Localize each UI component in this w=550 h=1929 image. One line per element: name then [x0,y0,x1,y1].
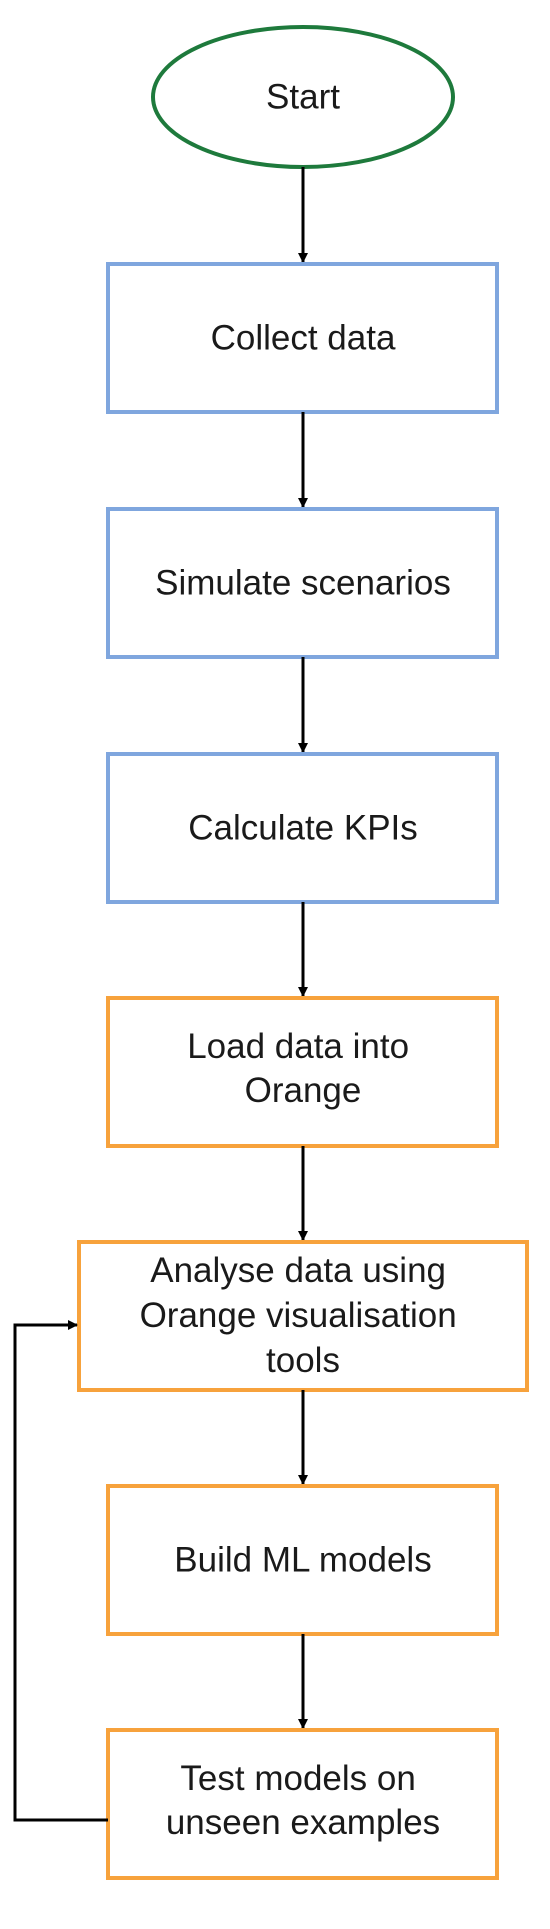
simulate-scenarios-label: Simulate scenarios [155,564,451,603]
load-data-label-line-2: Orange [245,1071,362,1110]
start-label: Start [266,78,340,117]
test-models-node: Test models on unseen examples [106,1728,499,1880]
start-node: Start [151,25,455,169]
collect-data-label: Collect data [211,319,396,358]
build-models-node: Build ML models [106,1484,499,1636]
collect-data-node: Collect data [106,262,499,414]
analyse-data-label: Analyse data using Orange visualisation … [140,1251,467,1380]
simulate-scenarios-node: Simulate scenarios [106,507,499,659]
feedback-loop-connector [13,1320,108,1822]
analyse-data-label-line-2: Orange visualisation [140,1296,457,1335]
test-models-label: Test models on unseen examples [166,1759,440,1842]
calculate-kpis-box [106,752,499,904]
test-models-label-line-2: unseen examples [166,1803,440,1842]
analyse-data-label-line-1: Analyse data using [150,1251,446,1290]
build-models-label: Build ML models [174,1541,431,1580]
load-data-box [106,996,499,1148]
analyse-data-box [77,1240,529,1392]
test-models-label-line-1: Test models on [180,1759,415,1798]
analyse-data-node: Analyse data using Orange visualisation … [77,1240,529,1392]
load-data-node: Load data into Orange [106,996,499,1148]
calculate-kpis-node: Calculate KPIs [106,752,499,904]
collect-data-box [106,262,499,414]
load-data-label-line-1: Load data into [187,1027,409,1066]
analyse-data-label-line-3: tools [266,1341,340,1380]
calculate-kpis-label: Calculate KPIs [188,809,418,848]
test-models-box [106,1728,499,1880]
load-data-label: Load data into Orange [187,1027,419,1110]
build-models-box [106,1484,499,1636]
